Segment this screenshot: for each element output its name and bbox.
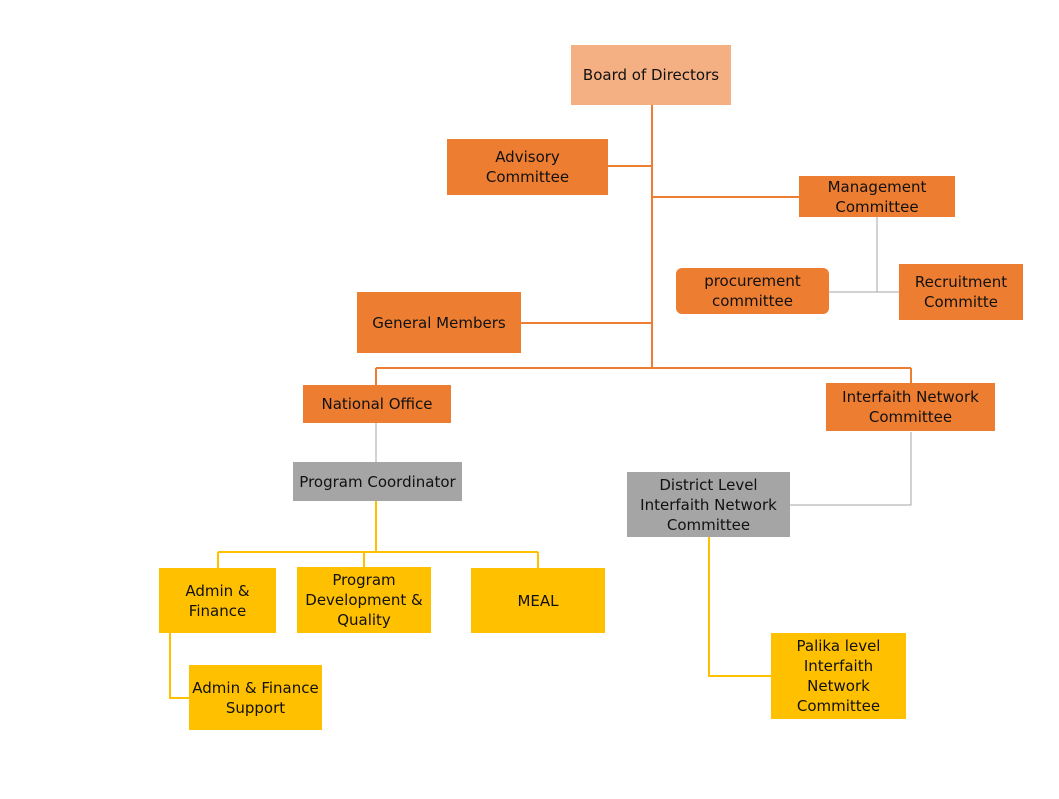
district-to-palika-connector (708, 537, 771, 677)
admin-finance-support-box: Admin & Finance Support (189, 665, 322, 730)
management-committee-box: Management Committee (799, 176, 955, 217)
board-of-directors-box: Board of Directors (571, 45, 731, 105)
recruitment-committee-box: Recruitment Committe (899, 264, 1023, 320)
interfaith-to-district-connector (790, 432, 912, 506)
meal-box: MEAL (471, 568, 605, 633)
interfaith-network-committee-box: Interfaith Network Committee (826, 383, 995, 431)
advisory-committee-box: Advisory Committee (447, 139, 608, 195)
procurement-committee-box: procurement committee (676, 268, 829, 314)
program-development-quality-box: Program Development & Quality (297, 567, 431, 633)
admin-finance-box: Admin & Finance (159, 568, 276, 633)
district-level-committee-box: District Level Interfaith Network Commit… (627, 472, 790, 537)
general-members-box: General Members (357, 292, 521, 353)
national-office-box: National Office (303, 385, 451, 423)
admin-support-connector (169, 633, 189, 699)
program-coordinator-box: Program Coordinator (293, 462, 462, 501)
palika-level-committee-box: Palika level Interfaith Network Committe… (771, 633, 906, 719)
